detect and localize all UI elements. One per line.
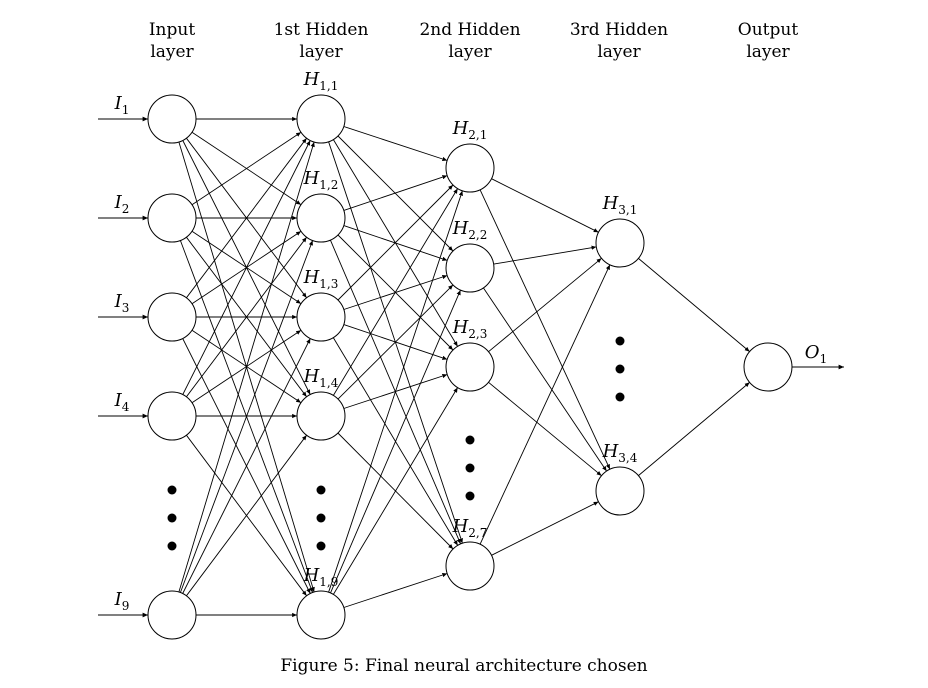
node-hidden2-4 bbox=[445, 541, 495, 591]
node-hidden2-2 bbox=[445, 243, 495, 293]
edge-hidden1-5-to-hidden2-3 bbox=[333, 387, 458, 595]
hidden1-ellipsis-dot-1 bbox=[316, 485, 326, 495]
node-input-3 bbox=[147, 292, 197, 342]
hidden3-ellipsis-dot-2 bbox=[615, 364, 625, 374]
layer-title-line: 3rd Hidden bbox=[569, 20, 669, 40]
layer-title-line: layer bbox=[597, 42, 641, 62]
layer-title-hidden-3: 3rd Hidden layer bbox=[549, 19, 689, 63]
node-hidden3-2 bbox=[595, 466, 645, 516]
layer-title-line: layer bbox=[448, 42, 492, 62]
input-ellipsis-dot-1 bbox=[167, 485, 177, 495]
node-input-1 bbox=[147, 94, 197, 144]
input-ellipsis-dot-3 bbox=[167, 541, 177, 551]
edge-input-4-to-hidden1-1 bbox=[182, 140, 311, 395]
edge-hidden2-2-to-hidden3-2 bbox=[483, 287, 607, 472]
node-input-5 bbox=[147, 590, 197, 640]
node-label-hidden1-1: H1,1 bbox=[303, 69, 339, 93]
node-input-4 bbox=[147, 391, 197, 441]
edge-input-3-to-hidden1-1 bbox=[186, 137, 307, 299]
node-input-2 bbox=[147, 193, 197, 243]
node-hidden1-4 bbox=[296, 391, 346, 441]
node-label-output-1: O1 bbox=[805, 342, 827, 366]
node-label-hidden1-5: H1,9 bbox=[303, 565, 339, 589]
node-label-input-3: I3 bbox=[114, 291, 130, 315]
node-label-hidden1-2: H1,2 bbox=[303, 168, 339, 192]
edge-hidden1-4-to-hidden2-2 bbox=[337, 284, 454, 400]
node-output-1 bbox=[743, 342, 793, 392]
node-label-hidden1-4: H1,4 bbox=[303, 366, 339, 390]
edge-hidden1-5-to-hidden2-2 bbox=[330, 289, 461, 594]
hidden1-ellipsis-dot-2 bbox=[316, 513, 326, 523]
edge-hidden3-2-to-output-1 bbox=[638, 382, 750, 476]
node-hidden1-1 bbox=[296, 94, 346, 144]
hidden3-ellipsis-dot-3 bbox=[615, 392, 625, 402]
edge-hidden1-1-to-hidden2-2 bbox=[337, 135, 454, 252]
node-label-hidden1-3: H1,3 bbox=[303, 267, 339, 291]
layer-title-line: 1st Hidden bbox=[273, 20, 369, 40]
edge-hidden2-3-to-hidden3-1 bbox=[488, 257, 602, 353]
edge-input-5-to-hidden1-1 bbox=[178, 141, 315, 593]
edge-input-2-to-hidden1-1 bbox=[191, 131, 302, 206]
edge-hidden2-2-to-hidden3-1 bbox=[493, 245, 597, 265]
layer-title-line: 2nd Hidden bbox=[419, 20, 521, 40]
hidden1-ellipsis-dot-3 bbox=[316, 541, 326, 551]
edge-hidden2-3-to-hidden3-2 bbox=[488, 381, 602, 477]
layer-title-line: Input bbox=[148, 20, 196, 40]
edge-hidden2-4-to-hidden3-1 bbox=[479, 264, 611, 545]
edge-input-5-to-hidden1-4 bbox=[186, 434, 307, 597]
node-hidden1-5 bbox=[296, 590, 346, 640]
hidden2-ellipsis-dot-3 bbox=[465, 491, 475, 501]
node-label-hidden2-2: H2,2 bbox=[452, 218, 488, 242]
edge-hidden3-1-to-output-1 bbox=[638, 258, 750, 352]
node-hidden1-2 bbox=[296, 193, 346, 243]
node-label-hidden3-1: H3,1 bbox=[602, 193, 638, 217]
edge-hidden1-4-to-hidden2-1 bbox=[333, 188, 458, 396]
edge-hidden1-2-to-hidden2-1 bbox=[343, 175, 448, 211]
node-label-input-1: I1 bbox=[114, 93, 130, 117]
node-hidden1-3 bbox=[296, 292, 346, 342]
node-label-input-4: I4 bbox=[114, 390, 130, 414]
edge-hidden1-3-to-hidden2-1 bbox=[337, 184, 454, 301]
hidden2-ellipsis-dot-2 bbox=[465, 463, 475, 473]
node-hidden2-3 bbox=[445, 342, 495, 392]
node-label-input-2: I2 bbox=[114, 192, 130, 216]
layer-title-input: Input layer bbox=[102, 19, 242, 63]
node-hidden3-1 bbox=[595, 218, 645, 268]
edge-hidden2-1-to-hidden3-1 bbox=[491, 178, 599, 233]
hidden2-ellipsis-dot-1 bbox=[465, 435, 475, 445]
node-label-hidden2-1: H2,1 bbox=[452, 118, 488, 142]
layer-title-hidden-2: 2nd Hidden layer bbox=[400, 19, 540, 63]
layer-title-line: layer bbox=[299, 42, 343, 62]
input-ellipsis-dot-2 bbox=[167, 513, 177, 523]
hidden3-ellipsis-dot-1 bbox=[615, 336, 625, 346]
figure-caption: Figure 5: Final neural architecture chos… bbox=[280, 656, 648, 676]
node-hidden2-1 bbox=[445, 143, 495, 193]
edge-hidden2-1-to-hidden3-2 bbox=[479, 189, 611, 470]
layer-title-line: layer bbox=[746, 42, 790, 62]
layer-title-line: Output bbox=[737, 20, 799, 40]
node-label-hidden2-3: H2,3 bbox=[452, 317, 488, 341]
layer-title-output: Output layer bbox=[698, 19, 838, 63]
edge-hidden1-5-to-hidden2-4 bbox=[343, 572, 448, 608]
node-label-hidden2-4: H2,7 bbox=[452, 516, 488, 540]
edge-input-5-to-hidden1-3 bbox=[182, 338, 311, 594]
edge-input-4-to-hidden1-2 bbox=[186, 236, 307, 398]
layer-title-hidden-1: 1st Hidden layer bbox=[251, 19, 391, 63]
edge-hidden1-5-to-hidden2-1 bbox=[328, 190, 463, 593]
edge-hidden1-1-to-hidden2-1 bbox=[343, 126, 448, 162]
edge-hidden2-4-to-hidden3-2 bbox=[491, 501, 599, 556]
node-label-input-5: I9 bbox=[114, 589, 130, 613]
edge-input-5-to-hidden1-2 bbox=[179, 240, 314, 593]
layer-title-line: layer bbox=[150, 42, 194, 62]
node-label-hidden3-2: H3,4 bbox=[602, 441, 638, 465]
